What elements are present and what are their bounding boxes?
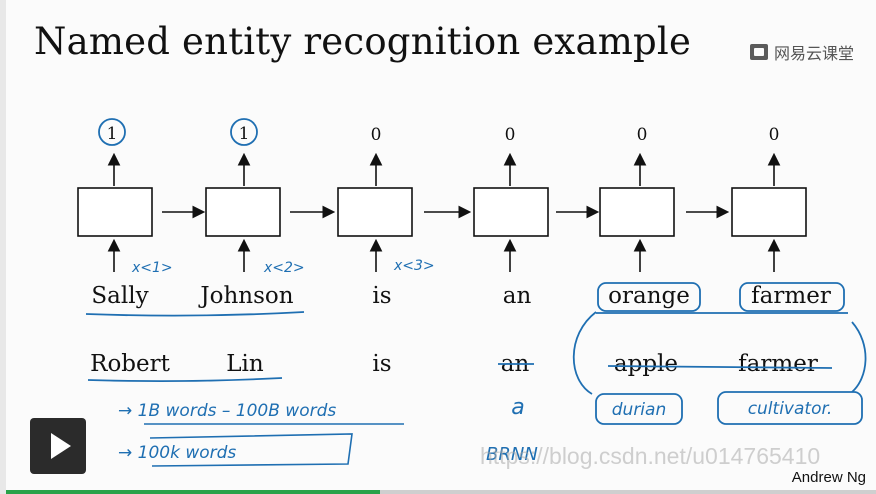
word-sally: Sally [91, 283, 148, 309]
handwritten-a: a [511, 395, 524, 420]
note-line-2: → 100k words [118, 443, 236, 463]
slide-title: Named entity recognition example [34, 20, 692, 63]
output-label-6: 0 [769, 125, 780, 145]
handwritten-cultivator: cultivator. [748, 399, 833, 419]
handwritten-durian: durian [612, 400, 666, 420]
author-name: Andrew Ng [791, 469, 866, 486]
video-progress-bar[interactable] [6, 490, 876, 494]
box-cultivator [717, 391, 863, 425]
brand-label: 网易云课堂 [773, 44, 854, 63]
input-label-2: x<2> [263, 260, 305, 276]
strike-apple-farmer [607, 365, 833, 369]
word-is-2: is [372, 351, 391, 377]
input-label-3: x<3> [393, 258, 435, 274]
note-box-2 [149, 433, 353, 467]
rnn-cell-6 [731, 187, 807, 237]
handwritten-brnn: BRNN [486, 444, 538, 465]
rnn-cell-4 [473, 187, 549, 237]
note-line-1: → 1B words – 100B words [118, 401, 336, 421]
box-durian [595, 393, 683, 425]
rnn-cell-2 [205, 187, 281, 237]
slide-drawing: 1 1 0 0 0 0 x<1> x<2> x<3> Sally Johnson… [77, 118, 867, 467]
word-apple: apple [614, 351, 678, 377]
play-button[interactable] [30, 418, 86, 474]
output-label-4: 0 [505, 125, 516, 145]
curve-arrow-right [851, 321, 867, 393]
word-farmer-2: farmer [738, 351, 818, 377]
output-label-2: 1 [239, 124, 250, 144]
box-farmer [739, 282, 845, 312]
output-label-1: 1 [107, 124, 118, 144]
play-icon [50, 433, 71, 459]
word-lin: Lin [226, 351, 264, 377]
output-circle-1 [98, 118, 126, 146]
rnn-cell-1 [77, 187, 153, 237]
word-farmer-1: farmer [751, 283, 831, 309]
output-circle-2 [230, 118, 258, 146]
word-johnson: Johnson [198, 283, 293, 309]
rnn-cell-5 [599, 187, 675, 237]
box-orange [597, 282, 701, 312]
word-is-1: is [372, 283, 391, 309]
output-label-5: 0 [637, 125, 648, 145]
word-orange: orange [608, 283, 690, 309]
word-robert: Robert [90, 351, 170, 377]
rnn-cell-3 [337, 187, 413, 237]
brand-icon [749, 44, 768, 60]
word-an-1: an [503, 283, 532, 309]
brand-logo: 网易云课堂 [749, 40, 854, 64]
video-progress-fill [6, 490, 381, 494]
output-label-3: 0 [371, 125, 382, 145]
curve-arrow-left [572, 311, 597, 395]
underline-robert-lin [87, 377, 283, 383]
watermark-text: https://blog.csdn.net/u014765410 [480, 443, 821, 469]
input-label-1: x<1> [131, 260, 173, 276]
underline-sally-johnson [85, 311, 305, 317]
